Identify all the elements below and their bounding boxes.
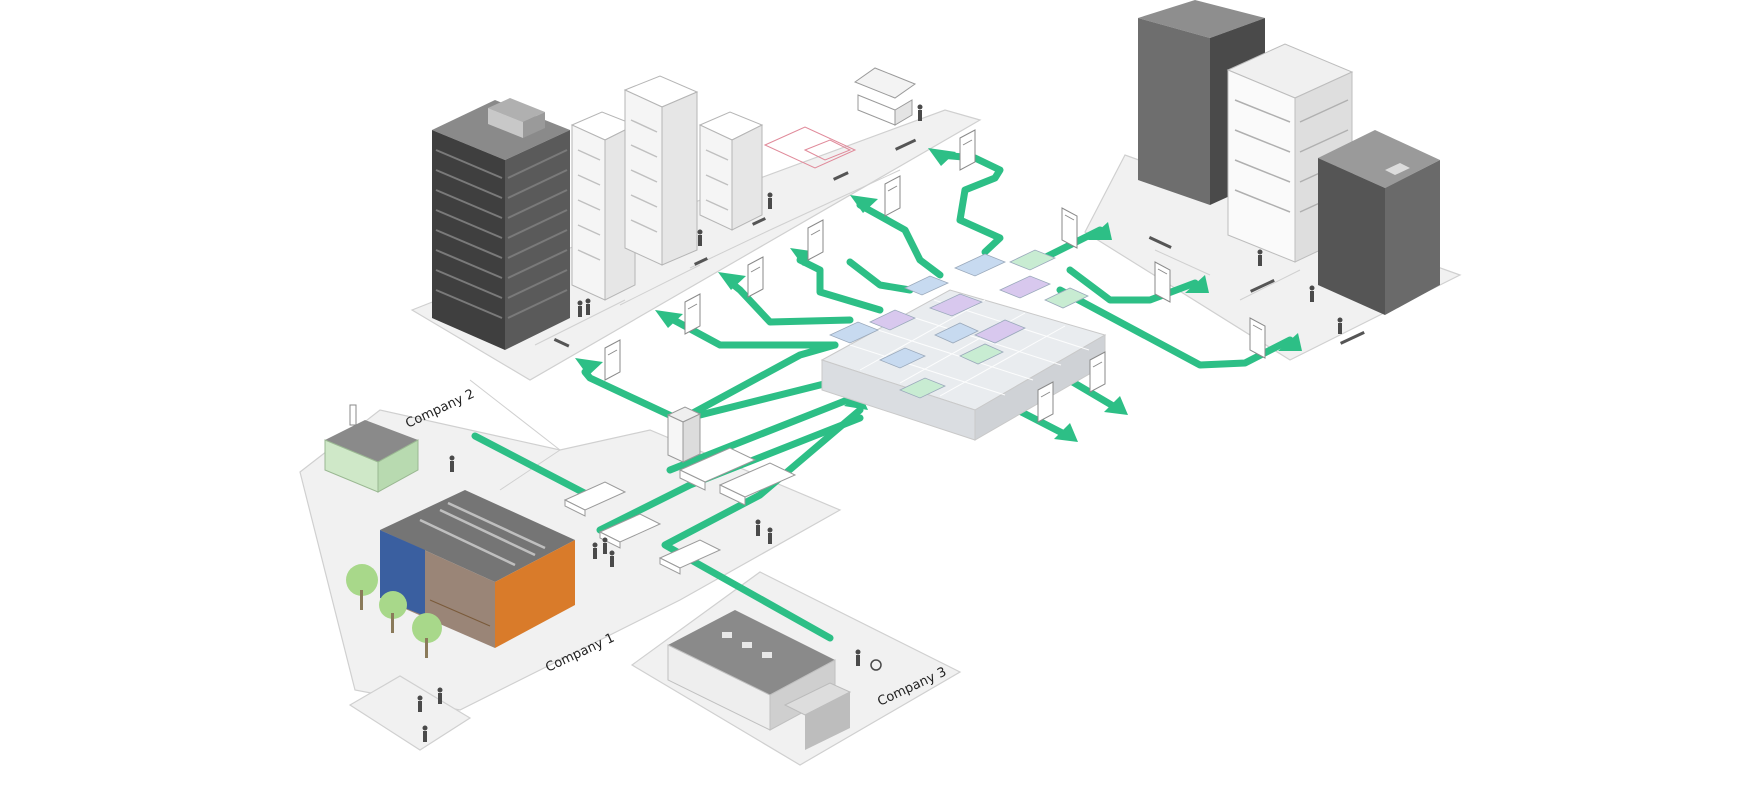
person-icon (767, 192, 773, 209)
person-icon (417, 695, 423, 712)
flow-out-east-3 (1056, 286, 1294, 369)
person-icon (609, 550, 615, 567)
platform-office-block (1084, 154, 1462, 361)
hub-tile (998, 275, 1052, 299)
desk-icon (563, 481, 627, 517)
flow-out-west-1 (581, 368, 684, 424)
hub-tile (953, 253, 1007, 277)
person-icon (577, 300, 583, 317)
flow-out-west-2 (676, 341, 839, 424)
document-icon (684, 293, 701, 335)
document-icon (1249, 317, 1266, 359)
hub-tile (928, 293, 984, 317)
wheelchair-icon (870, 659, 882, 671)
arrowhead (850, 195, 878, 213)
tree-icon (412, 613, 442, 658)
document-icon (959, 129, 976, 171)
server-rack (666, 406, 702, 463)
hub-tile (1009, 249, 1056, 271)
platform-small (348, 675, 472, 751)
arrowhead (1278, 333, 1302, 351)
dark-office-tower (432, 98, 570, 350)
arrowhead (1088, 222, 1112, 240)
hub-tile (879, 347, 926, 369)
dark-grey-office-building (1318, 130, 1440, 315)
person-icon (697, 229, 703, 246)
person-icon (585, 298, 591, 315)
hub-tile (934, 322, 979, 344)
tree-icon (346, 564, 378, 610)
document-icon (1089, 351, 1106, 393)
platform-dividers (469, 169, 1301, 491)
person-icon (592, 542, 598, 559)
document-icon (807, 219, 824, 261)
document-icon (1037, 381, 1054, 423)
hub-tile (904, 275, 950, 296)
hub-tile (899, 377, 946, 399)
person-icon (855, 649, 861, 666)
person-icon (755, 519, 761, 536)
flow-out-east-1 (1036, 226, 1104, 264)
data-flow-lines (471, 151, 1294, 642)
flow-out-north-2 (846, 258, 914, 294)
person-icon (1337, 317, 1343, 334)
hub-tile (959, 343, 1004, 365)
company-3-warehouse (667, 610, 852, 750)
arrowhead (718, 272, 746, 290)
document-icon (1061, 207, 1078, 249)
flow-out-north-1 (796, 256, 884, 314)
flow-out-north-3 (856, 201, 944, 279)
person-icon (602, 537, 608, 554)
person-icon (1257, 249, 1263, 266)
person-icon (767, 527, 773, 544)
person-icon (917, 104, 923, 121)
desk-icon (678, 447, 757, 491)
central-data-hub (820, 249, 1107, 441)
flow-company-2 (471, 432, 594, 500)
bank-icon (853, 67, 917, 126)
flow-company-3 (661, 406, 864, 642)
arrowhead (1185, 275, 1209, 293)
flow-center-in-1 (666, 391, 864, 474)
office-room-with-people (763, 126, 857, 169)
hub-tile (1044, 287, 1089, 309)
desk-icon (598, 513, 662, 549)
flow-company-1 (596, 414, 864, 534)
hub-tile (828, 321, 880, 344)
desk-icon (658, 539, 722, 575)
document-icon (884, 175, 901, 217)
trees (346, 564, 442, 658)
arrowhead (1054, 423, 1078, 442)
people (417, 104, 1343, 742)
person-icon (449, 455, 455, 472)
building-captions (553, 138, 1365, 348)
person-icon (1309, 285, 1315, 302)
company-2-house (324, 404, 419, 493)
arrowhead (928, 148, 956, 166)
arrowhead (655, 310, 683, 328)
flow-center-in-2 (676, 376, 844, 424)
company-1-building (380, 490, 575, 648)
document-icon (747, 256, 764, 298)
person-icon (437, 687, 443, 704)
desks (563, 447, 797, 575)
document-icon (1154, 261, 1171, 303)
hub-tile (974, 319, 1026, 344)
document-icon (604, 339, 621, 381)
document-icons (604, 129, 1266, 423)
flow-out-north-4 (936, 151, 1004, 256)
desk-icon (718, 462, 797, 506)
arrowhead (1104, 396, 1128, 415)
flow-out-east-2 (1066, 266, 1199, 304)
person-icon (422, 725, 428, 742)
hub-tile (869, 309, 916, 331)
arrowhead (575, 358, 603, 376)
white-apartment-buildings (570, 75, 764, 301)
tree-icon (379, 591, 407, 633)
